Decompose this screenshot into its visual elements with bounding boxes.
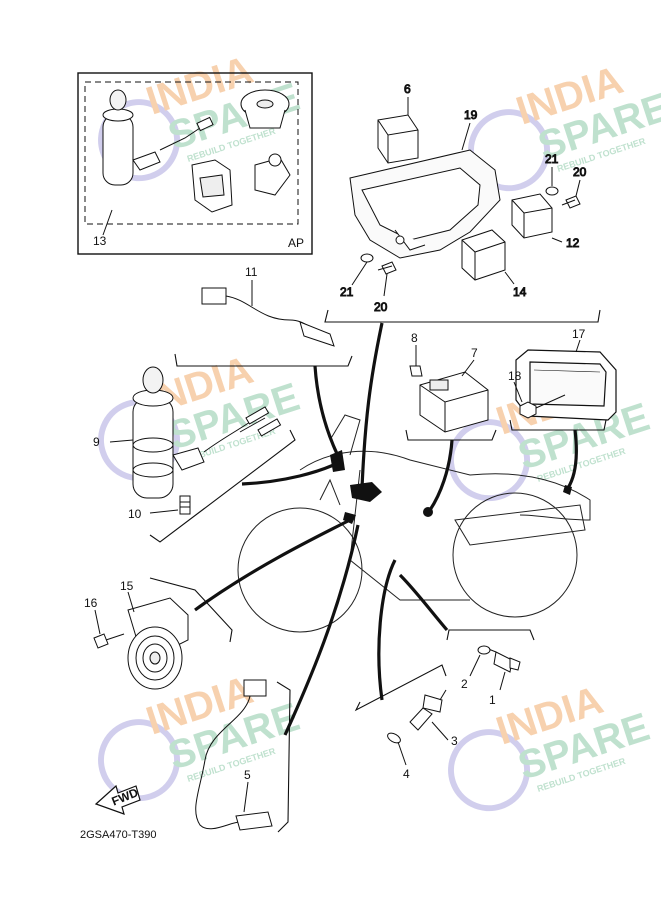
callout-21-lower: 21 [340, 285, 354, 299]
callout-20-upper: 20 [573, 165, 587, 179]
leader-sensor-5 [283, 524, 360, 736]
part-11-sensor [201, 287, 335, 347]
part-9-main-switch [132, 366, 282, 499]
part-1-switch [485, 647, 521, 673]
ap-label: AP [288, 236, 304, 250]
leader-sensor-3 [377, 559, 397, 701]
part-7-relay [419, 371, 489, 433]
part-14-unit [461, 229, 506, 281]
part-10-screw [179, 495, 191, 515]
part-21-washer [360, 253, 374, 263]
callout-20-lower: 20 [374, 300, 388, 314]
callout-7: 7 [471, 346, 478, 360]
frame-line [299, 450, 591, 521]
kit-main-switch [102, 89, 214, 186]
fwd-arrow: FWD [94, 784, 141, 815]
part-18-nut [519, 394, 566, 419]
ap-kit-dashed-frame [84, 81, 299, 225]
bracket-relay-7 [405, 429, 497, 441]
watermark-mid-left: INDIA SPARE REBUILD TOGETHER [98, 348, 305, 482]
callout-12: 12 [566, 236, 580, 250]
kit-seat-lock [191, 153, 291, 213]
callout-11: 11 [245, 265, 258, 279]
part-21-washer [545, 186, 559, 196]
watermark-bottom-right: INDIA SPARE REBUILD TOGETHER [448, 678, 655, 812]
callout-2: 2 [461, 677, 468, 691]
callout-1: 1 [489, 693, 496, 707]
drawing-code: 2GSA470-T390 [80, 829, 156, 841]
kit-switch-body [102, 114, 134, 186]
callout-13: 13 [93, 234, 107, 248]
leader-sensor-11 [313, 365, 342, 461]
callout-5: 5 [244, 768, 251, 782]
bracket-switch-1 [446, 629, 535, 641]
part-15-horn [127, 597, 189, 690]
leader-switch-9 [241, 460, 341, 486]
motorcycle-outline [237, 414, 591, 633]
leader-horn-15 [194, 518, 351, 612]
callout-16: 16 [84, 596, 98, 610]
part-12-relay [511, 193, 553, 239]
part-19-bracket [349, 149, 501, 259]
rear-wheel [452, 492, 578, 618]
callout-3: 3 [451, 734, 458, 748]
callout-6: 6 [404, 82, 411, 96]
handlebar [329, 414, 361, 456]
callout-10: 10 [128, 507, 142, 521]
bracket-sensor-11 [174, 353, 353, 367]
bracket-sensor-3 [354, 664, 447, 712]
leader-ecu-group [360, 322, 384, 489]
sensor-5-connector [243, 679, 267, 697]
leader-lines [194, 322, 578, 736]
fwd-arrow-icon [94, 784, 141, 815]
group-brackets [149, 309, 607, 833]
ecu-bracket-group: 6 19 12 14 21 [340, 82, 588, 315]
leader-reflector-17 [566, 429, 578, 489]
watermark-bottom-left: INDIA SPARE REBUILD TOGETHER [98, 668, 305, 802]
callout-15: 15 [120, 579, 134, 593]
callout-19: 19 [464, 108, 478, 122]
callout-21-upper: 21 [545, 152, 559, 166]
sensor-11-connector [201, 287, 227, 305]
part-4-washer [387, 732, 401, 744]
bracket-sensor-5 [276, 681, 291, 833]
part-8-bolt [409, 365, 423, 377]
part-6-relay [377, 114, 419, 164]
callout-9: 9 [93, 435, 100, 449]
callout-17: 17 [572, 327, 586, 341]
seat [454, 504, 586, 546]
part-2-washer [477, 645, 491, 655]
kit-fuel-lock [240, 89, 290, 129]
part-17-reflector [515, 349, 617, 421]
part-20-bolt [561, 195, 581, 209]
callout-8: 8 [411, 331, 418, 345]
part-16-bolt [93, 633, 125, 649]
callout-4: 4 [403, 767, 410, 781]
callout-18: 18 [508, 369, 522, 383]
front-fork [319, 478, 341, 506]
bracket-reflector-17 [509, 419, 607, 431]
bracket-switch-9 [149, 429, 296, 543]
ap-kit-group: 13 AP [77, 72, 313, 255]
part-20-bolt [377, 261, 397, 275]
part-3-sensor [409, 689, 447, 731]
bracket-horn-15 [149, 577, 233, 643]
leader-switch-1 [398, 573, 449, 632]
part-5-sensor [195, 679, 273, 831]
bracket-ecu-group [324, 309, 601, 323]
ap-kit-frame [77, 72, 313, 255]
leader-relay-7 [428, 439, 454, 511]
ecu-location [350, 482, 382, 502]
callout-14: 14 [513, 285, 527, 299]
